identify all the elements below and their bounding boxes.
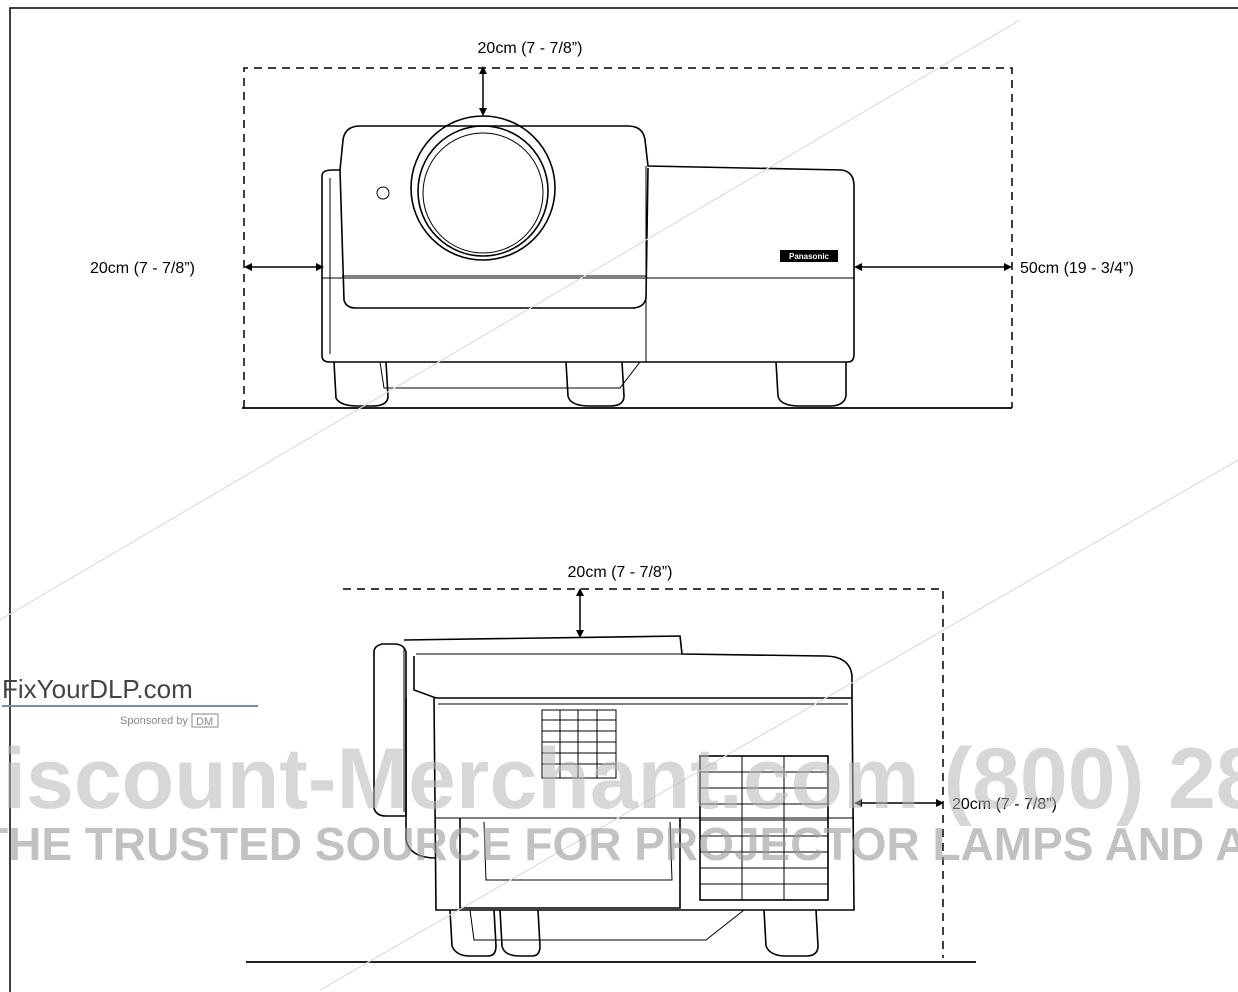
front-top-clearance-label: 20cm (7 - 7/8”) bbox=[478, 40, 583, 57]
watermark: FixYourDLP.com Sponsored by DM Discount-… bbox=[0, 19, 1238, 991]
watermark-merchant: Discount-Merchant.com (800) 281-8860 bbox=[0, 731, 1238, 827]
side-large-vent-icon bbox=[699, 755, 829, 901]
watermark-site-logo: FixYourDLP.com bbox=[2, 674, 193, 704]
front-top-arrow bbox=[479, 66, 487, 116]
watermark-tagline: THE TRUSTED SOURCE FOR PROJECTOR LAMPS A… bbox=[0, 818, 1238, 870]
page-frame bbox=[9, 7, 1238, 992]
front-view: Panasonic 20cm (7 - 7/8”) 20cm (7 - 7/8”… bbox=[90, 40, 1134, 409]
watermark-sponsor-text: Sponsored by bbox=[120, 715, 188, 727]
lens-icon bbox=[410, 115, 556, 261]
front-indicator-icon bbox=[376, 186, 390, 200]
brand-plate bbox=[780, 250, 838, 262]
side-top-clearance-label: 20cm (7 - 7/8”) bbox=[568, 564, 673, 581]
front-right-arrow bbox=[854, 263, 1012, 271]
side-right-arrow bbox=[854, 799, 944, 807]
side-right-clearance-label: 20cm (7 - 7/8”) bbox=[952, 796, 1057, 813]
watermark-sponsor-logo-icon bbox=[191, 713, 219, 728]
front-projector-illustration: Panasonic bbox=[321, 115, 855, 407]
front-right-clearance-label: 50cm (19 - 3/4”) bbox=[1020, 260, 1134, 277]
side-top-arrow bbox=[576, 588, 584, 638]
front-clearance-box bbox=[243, 67, 1013, 408]
front-left-clearance-label: 20cm (7 - 7/8”) bbox=[90, 260, 195, 277]
side-top-vent-icon bbox=[541, 709, 617, 779]
side-clearance-box bbox=[343, 588, 944, 958]
watermark-sponsor-logo: DM bbox=[196, 716, 213, 728]
brand-logo: Panasonic bbox=[789, 252, 830, 261]
front-left-arrow bbox=[244, 263, 324, 271]
side-projector-illustration bbox=[373, 635, 855, 957]
